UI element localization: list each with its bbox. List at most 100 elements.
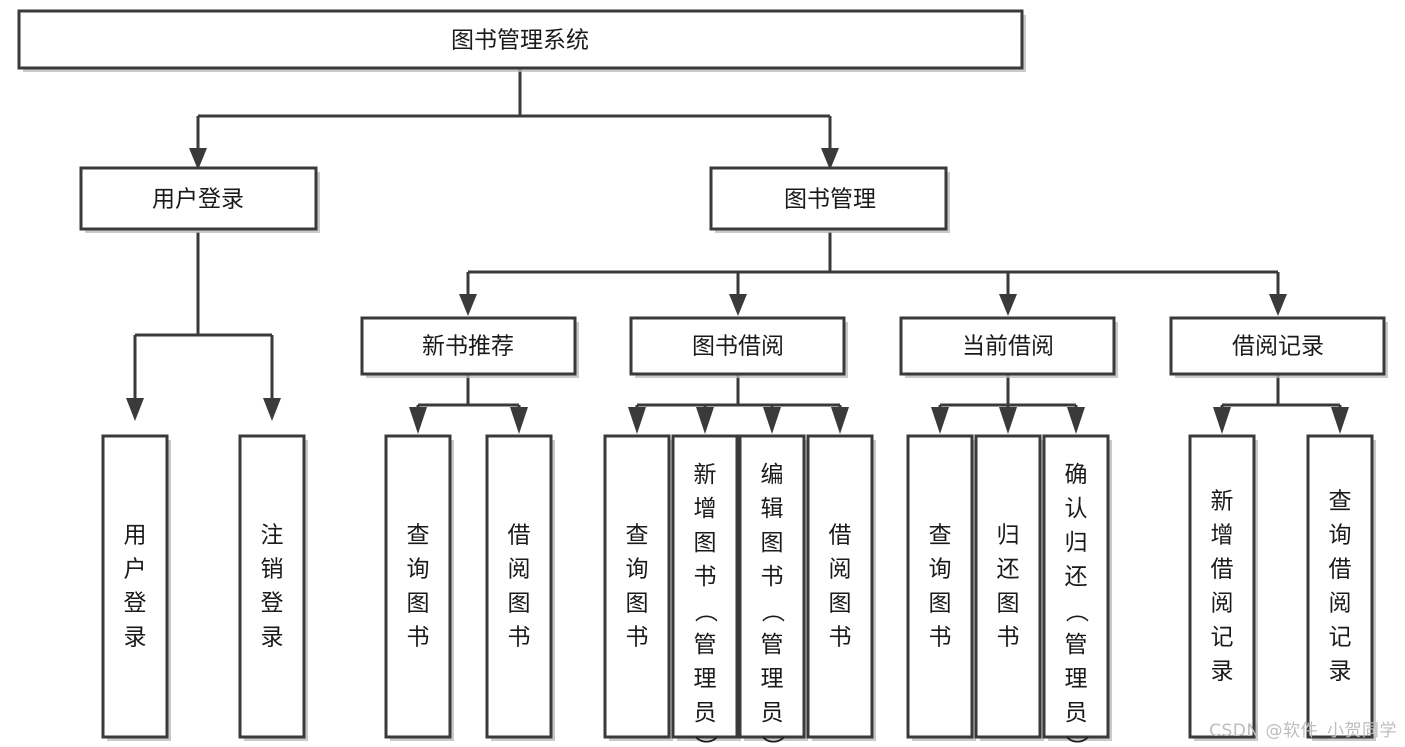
svg-text:阅: 阅 (1329, 591, 1352, 617)
node-book-manage-label: 图书管理 (784, 187, 876, 213)
svg-text:管: 管 (1065, 632, 1088, 658)
svg-text:理: 理 (694, 666, 717, 692)
svg-text:书: 书 (929, 625, 952, 651)
svg-text:书: 书 (694, 564, 717, 590)
svg-text:图: 图 (761, 530, 784, 556)
svg-text:借: 借 (1329, 557, 1352, 583)
csdn-watermark: CSDN @软件_小贺同学 (1209, 721, 1397, 741)
svg-text:查: 查 (407, 523, 430, 549)
node-book-borrow[interactable]: 图书借阅 (629, 316, 848, 378)
svg-text:询: 询 (929, 557, 952, 583)
connector-root-to-level2 (189, 68, 839, 170)
svg-text:书: 书 (997, 625, 1020, 651)
svg-text:询: 询 (407, 557, 430, 583)
node-borrow-record-label: 借阅记录 (1232, 334, 1324, 360)
svg-text:录: 录 (1211, 659, 1234, 685)
svg-text:询: 询 (626, 557, 649, 583)
svg-text:户: 户 (124, 557, 147, 583)
node-user-login[interactable]: 用户登录 (79, 166, 320, 233)
node-book-manage[interactable]: 图书管理 (709, 166, 950, 233)
node-root[interactable]: 图书管理系统 (17, 9, 1026, 72)
svg-text:员: 员 (1065, 700, 1088, 726)
connector-borrowrecord-to-leaves (1213, 375, 1349, 434)
connector-userlogin-to-leaves (126, 232, 281, 421)
svg-text:员: 员 (694, 700, 717, 726)
node-new-book-rec-label: 新书推荐 (422, 334, 514, 360)
connector-bookborrow-to-leaves (628, 375, 849, 434)
connector-layer (126, 68, 1349, 434)
svg-text:确: 确 (1065, 462, 1088, 488)
svg-text:借: 借 (508, 523, 531, 549)
connector-currentborrow-to-leaves (931, 375, 1085, 434)
svg-text:）: ） (1063, 736, 1089, 747)
svg-text:图: 图 (829, 591, 852, 617)
svg-text:管: 管 (694, 632, 717, 658)
svg-text:书: 书 (761, 564, 784, 590)
svg-text:借: 借 (1211, 557, 1234, 583)
node-borrow-record[interactable]: 借阅记录 (1169, 316, 1388, 378)
node-user-login-label: 用户登录 (152, 187, 244, 213)
svg-text:理: 理 (1065, 666, 1088, 692)
svg-text:辑: 辑 (761, 496, 784, 522)
node-new-book-rec[interactable]: 新书推荐 (360, 316, 579, 378)
svg-text:阅: 阅 (1211, 591, 1234, 617)
svg-text:录: 录 (261, 625, 284, 651)
svg-text:新: 新 (1211, 489, 1234, 515)
node-current-borrow-label: 当前借阅 (962, 334, 1054, 360)
svg-text:员: 员 (761, 700, 784, 726)
svg-text:归: 归 (997, 523, 1020, 549)
svg-text:（: （ (692, 600, 718, 623)
svg-text:增: 增 (1211, 523, 1234, 549)
svg-text:借: 借 (829, 523, 852, 549)
svg-text:还: 还 (1065, 564, 1088, 590)
node-leaf-user-login[interactable]: 用户登录 (101, 434, 171, 741)
svg-text:）: ） (759, 736, 785, 747)
svg-text:阅: 阅 (508, 557, 531, 583)
svg-text:图: 图 (997, 591, 1020, 617)
svg-text:）: ） (692, 736, 718, 747)
svg-text:录: 录 (1329, 659, 1352, 685)
svg-text:归: 归 (1065, 530, 1088, 556)
svg-text:销: 销 (261, 557, 284, 583)
svg-text:查: 查 (929, 523, 952, 549)
svg-text:书: 书 (626, 625, 649, 651)
node-current-borrow[interactable]: 当前借阅 (899, 316, 1118, 378)
svg-text:阅: 阅 (829, 557, 852, 583)
svg-text:注: 注 (261, 523, 284, 549)
svg-text:新: 新 (694, 462, 717, 488)
svg-text:图: 图 (626, 591, 649, 617)
svg-text:书: 书 (407, 625, 430, 651)
svg-text:记: 记 (1211, 625, 1234, 651)
svg-text:图: 图 (694, 530, 717, 556)
svg-text:管: 管 (761, 632, 784, 658)
svg-text:图: 图 (508, 591, 531, 617)
svg-text:书: 书 (508, 625, 531, 651)
svg-text:（: （ (759, 600, 785, 623)
svg-text:录: 录 (124, 625, 147, 651)
svg-text:图: 图 (407, 591, 430, 617)
svg-text:用: 用 (124, 523, 147, 549)
svg-text:查: 查 (1329, 489, 1352, 515)
svg-text:书: 书 (829, 625, 852, 651)
